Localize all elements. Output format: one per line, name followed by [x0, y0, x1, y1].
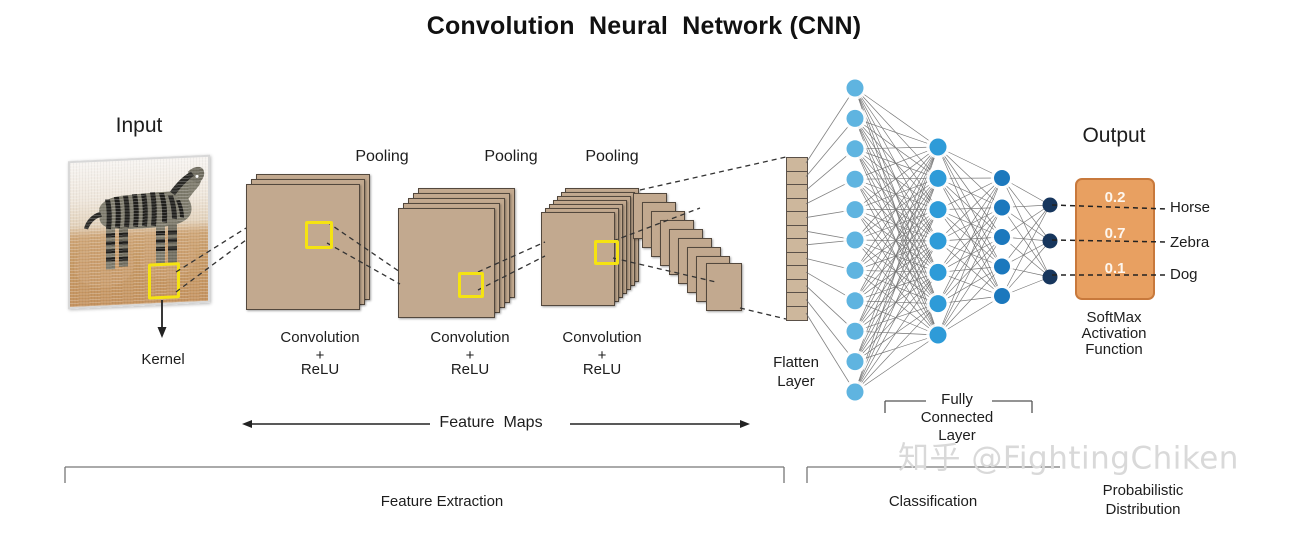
softmax-box: 0.2 0.7 0.1: [1075, 178, 1155, 300]
network-node-hidden-2-2: [929, 169, 947, 187]
network-node-hidden-1-1: [846, 79, 864, 97]
network-node-hidden-1-4: [846, 170, 864, 188]
input-label: Input: [115, 114, 163, 137]
network-node-hidden-1-5: [846, 201, 864, 219]
network-node-hidden-1-9: [846, 322, 864, 340]
network-node-hidden-1-8: [846, 292, 864, 310]
feature-maps-label: Feature Maps: [435, 414, 547, 432]
network-node-hidden-1-6: [846, 231, 864, 249]
feature-map-panel: [246, 184, 360, 310]
feature-extraction-label: Feature Extraction: [380, 493, 504, 510]
pooling-label-2: Pooling: [484, 148, 538, 165]
network-node-hidden-2-6: [929, 295, 947, 313]
softmax-label-line1: SoftMax: [1086, 309, 1142, 326]
conv-label-1-line2: +: [315, 347, 325, 364]
network-node-hidden-2-1: [929, 138, 947, 156]
flatten-label-line2: Layer: [777, 373, 815, 390]
conv-label-2-line2: +: [465, 347, 475, 364]
output-class-zebra: Zebra: [1170, 234, 1210, 251]
prob-dist-label-line1: Probabilistic: [1102, 482, 1184, 499]
conv-label-1-line3: ReLU: [300, 361, 340, 378]
kernel-highlight-box: [594, 240, 619, 265]
prob-dist-label-line2: Distribution: [1105, 501, 1181, 518]
fully-connected-bracket: [884, 400, 1033, 413]
softmax-label-line3: Function: [1085, 341, 1143, 358]
flatten-layer: [786, 157, 808, 321]
fc-label-line3: Layer: [938, 427, 976, 444]
classification-label: Classification: [888, 493, 978, 510]
network-node-hidden-1-7: [846, 261, 864, 279]
network-node-hidden-2-3: [929, 201, 947, 219]
network-node-output-3: [1042, 269, 1058, 285]
pooling-label-3: Pooling: [585, 148, 639, 165]
fc-label-line2: Connected: [920, 409, 994, 426]
network-node-hidden-1-3: [846, 140, 864, 158]
input-image: [68, 154, 210, 310]
conv-label-2-line1: Convolution: [430, 329, 510, 346]
kernel-highlight-box: [458, 272, 484, 298]
network-node-hidden-1-10: [846, 353, 864, 371]
feature-map-panel: [398, 208, 495, 318]
network-node-output-2: [1042, 233, 1058, 249]
network-node-output-1: [1042, 197, 1058, 213]
pooling-label-1: Pooling: [355, 148, 409, 165]
conv-label-3-line2: +: [597, 347, 607, 364]
fc-label-line1: Fully: [941, 391, 973, 408]
network-node-hidden-3-2: [994, 199, 1010, 216]
softmax-label-line2: Activation: [1081, 325, 1147, 342]
network-node-hidden-3-3: [994, 229, 1010, 245]
network-node-hidden-3-4: [994, 258, 1010, 275]
output-class-dog: Dog: [1170, 266, 1198, 283]
probability-horse: 0.2: [1104, 189, 1126, 206]
kernel-label: Kernel: [141, 351, 185, 368]
flatten-label-line1: Flatten: [773, 354, 819, 371]
page-title: Convolution Neural Network (CNN): [426, 12, 862, 40]
feature-map-panel: [541, 212, 615, 306]
watermark: 知乎 @FightingChiken: [898, 440, 1239, 477]
output-class-horse: Horse: [1170, 199, 1211, 216]
probability-dog: 0.1: [1104, 260, 1126, 277]
conv-label-3-line3: ReLU: [582, 361, 622, 378]
kernel-arrow: [157, 300, 167, 338]
zebra-photo: [68, 154, 210, 310]
pooled-panel: [706, 263, 742, 311]
network-node-hidden-3-5: [994, 288, 1010, 304]
network-node-hidden-2-7: [929, 326, 947, 344]
conv-label-1-line1: Convolution: [280, 329, 360, 346]
network-node-hidden-1-2: [846, 109, 864, 127]
output-label: Output: [1082, 124, 1146, 147]
conv-label-2-line3: ReLU: [450, 361, 490, 378]
network-node-hidden-2-4: [929, 232, 947, 250]
feature-extraction-bracket: [64, 466, 785, 483]
network-node-hidden-3-1: [994, 170, 1010, 186]
classification-bracket: [806, 466, 1060, 483]
output-connector-lines: [1051, 204, 1169, 276]
feature-maps-arrow: [242, 420, 750, 428]
kernel-highlight-box: [305, 221, 333, 249]
conv-label-3-line1: Convolution: [562, 329, 642, 346]
probability-zebra: 0.7: [1104, 225, 1126, 242]
network-node-hidden-2-5: [929, 263, 947, 281]
network-node-hidden-1-11: [846, 383, 864, 401]
